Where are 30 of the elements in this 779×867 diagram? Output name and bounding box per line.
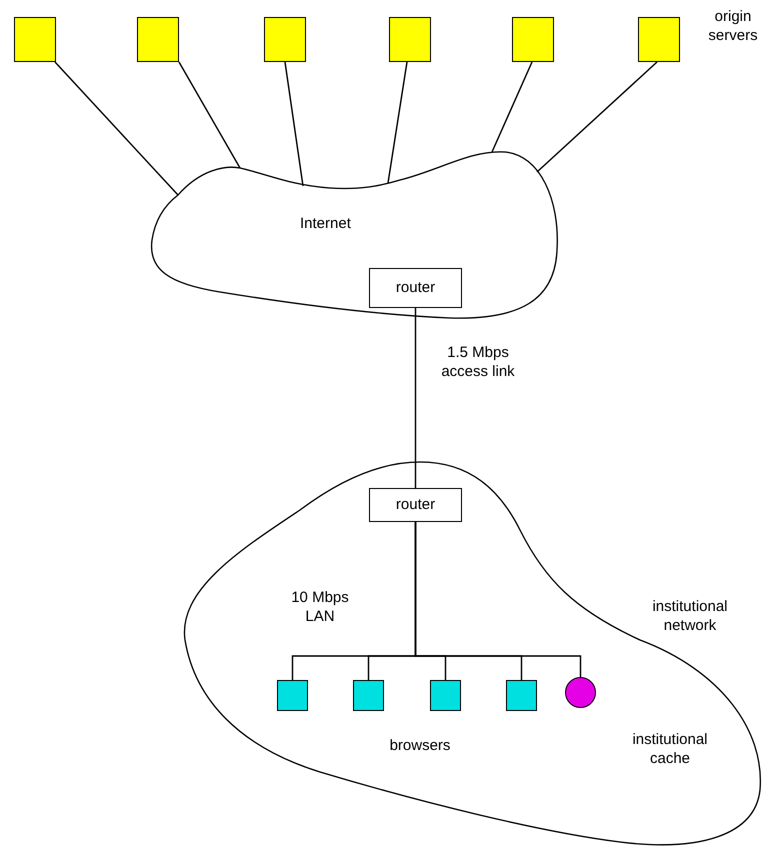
- network-cloud: [148, 148, 560, 322]
- router-box: [369, 488, 462, 522]
- connector-line: [414, 308, 416, 488]
- router-label: router: [394, 279, 436, 297]
- browser-box: [353, 680, 384, 711]
- server-box: [389, 17, 431, 62]
- browser-box: [277, 680, 308, 711]
- connector-line: [178, 62, 241, 168]
- connector-line: [54, 62, 179, 196]
- connector-line: [536, 61, 658, 173]
- network-name: Internet: [300, 215, 351, 233]
- caption-label: institutional cache: [631, 730, 709, 768]
- browser-box: [506, 680, 537, 711]
- caption-label: browsers: [388, 736, 452, 755]
- router-label: router: [394, 496, 436, 514]
- connector-line: [491, 62, 533, 152]
- browser-box: [430, 680, 461, 711]
- connector-line: [284, 62, 304, 186]
- server-box: [14, 17, 56, 62]
- server-box: [264, 17, 306, 62]
- connector-line: [387, 62, 408, 184]
- server-box: [137, 17, 179, 62]
- router-box: [369, 268, 462, 308]
- connector-line: [414, 522, 582, 677]
- server-box: [512, 17, 554, 62]
- link-label: 10 Mbps LAN: [290, 588, 350, 626]
- cache-circle: [565, 677, 596, 708]
- caption-label: origin servers: [707, 7, 759, 45]
- server-box: [638, 17, 680, 62]
- caption-label: institutional network: [651, 597, 729, 635]
